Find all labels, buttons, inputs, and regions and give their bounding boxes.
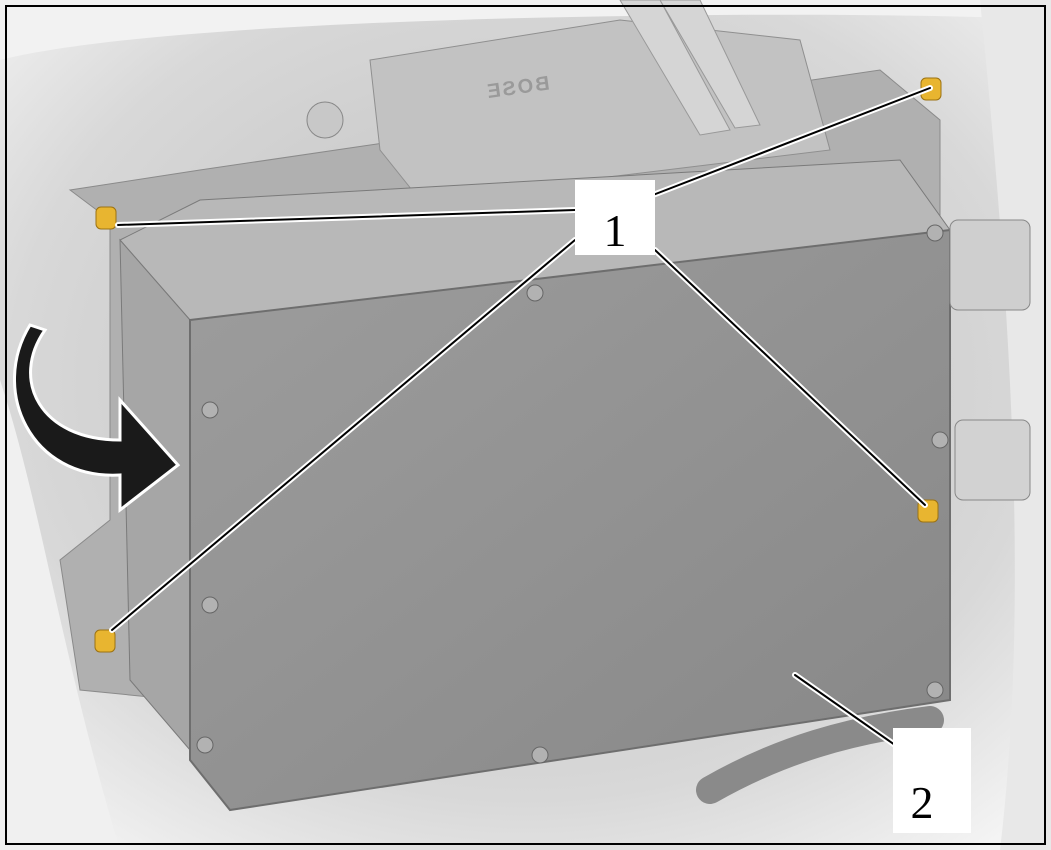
connector [949, 219, 1031, 311]
callout-label-2: 2 [911, 777, 934, 828]
module-face [189, 228, 951, 812]
callout-label-1: 1 [604, 205, 627, 256]
heat-fins [619, 0, 761, 136]
body-panel-left [0, 380, 120, 850]
callout-box-2 [893, 728, 971, 833]
housing-screws [196, 224, 949, 764]
body-panel-top [0, 0, 1051, 60]
cable-harness [696, 706, 944, 804]
connector [954, 419, 1031, 501]
callout-box-1 [575, 180, 655, 255]
figure-frame [5, 5, 1046, 845]
bracket-tab [306, 101, 344, 139]
rotate-arrow-icon [13, 323, 181, 514]
nut-icon [94, 629, 116, 653]
leader-lines [109, 85, 933, 748]
nut-icon [95, 206, 117, 230]
